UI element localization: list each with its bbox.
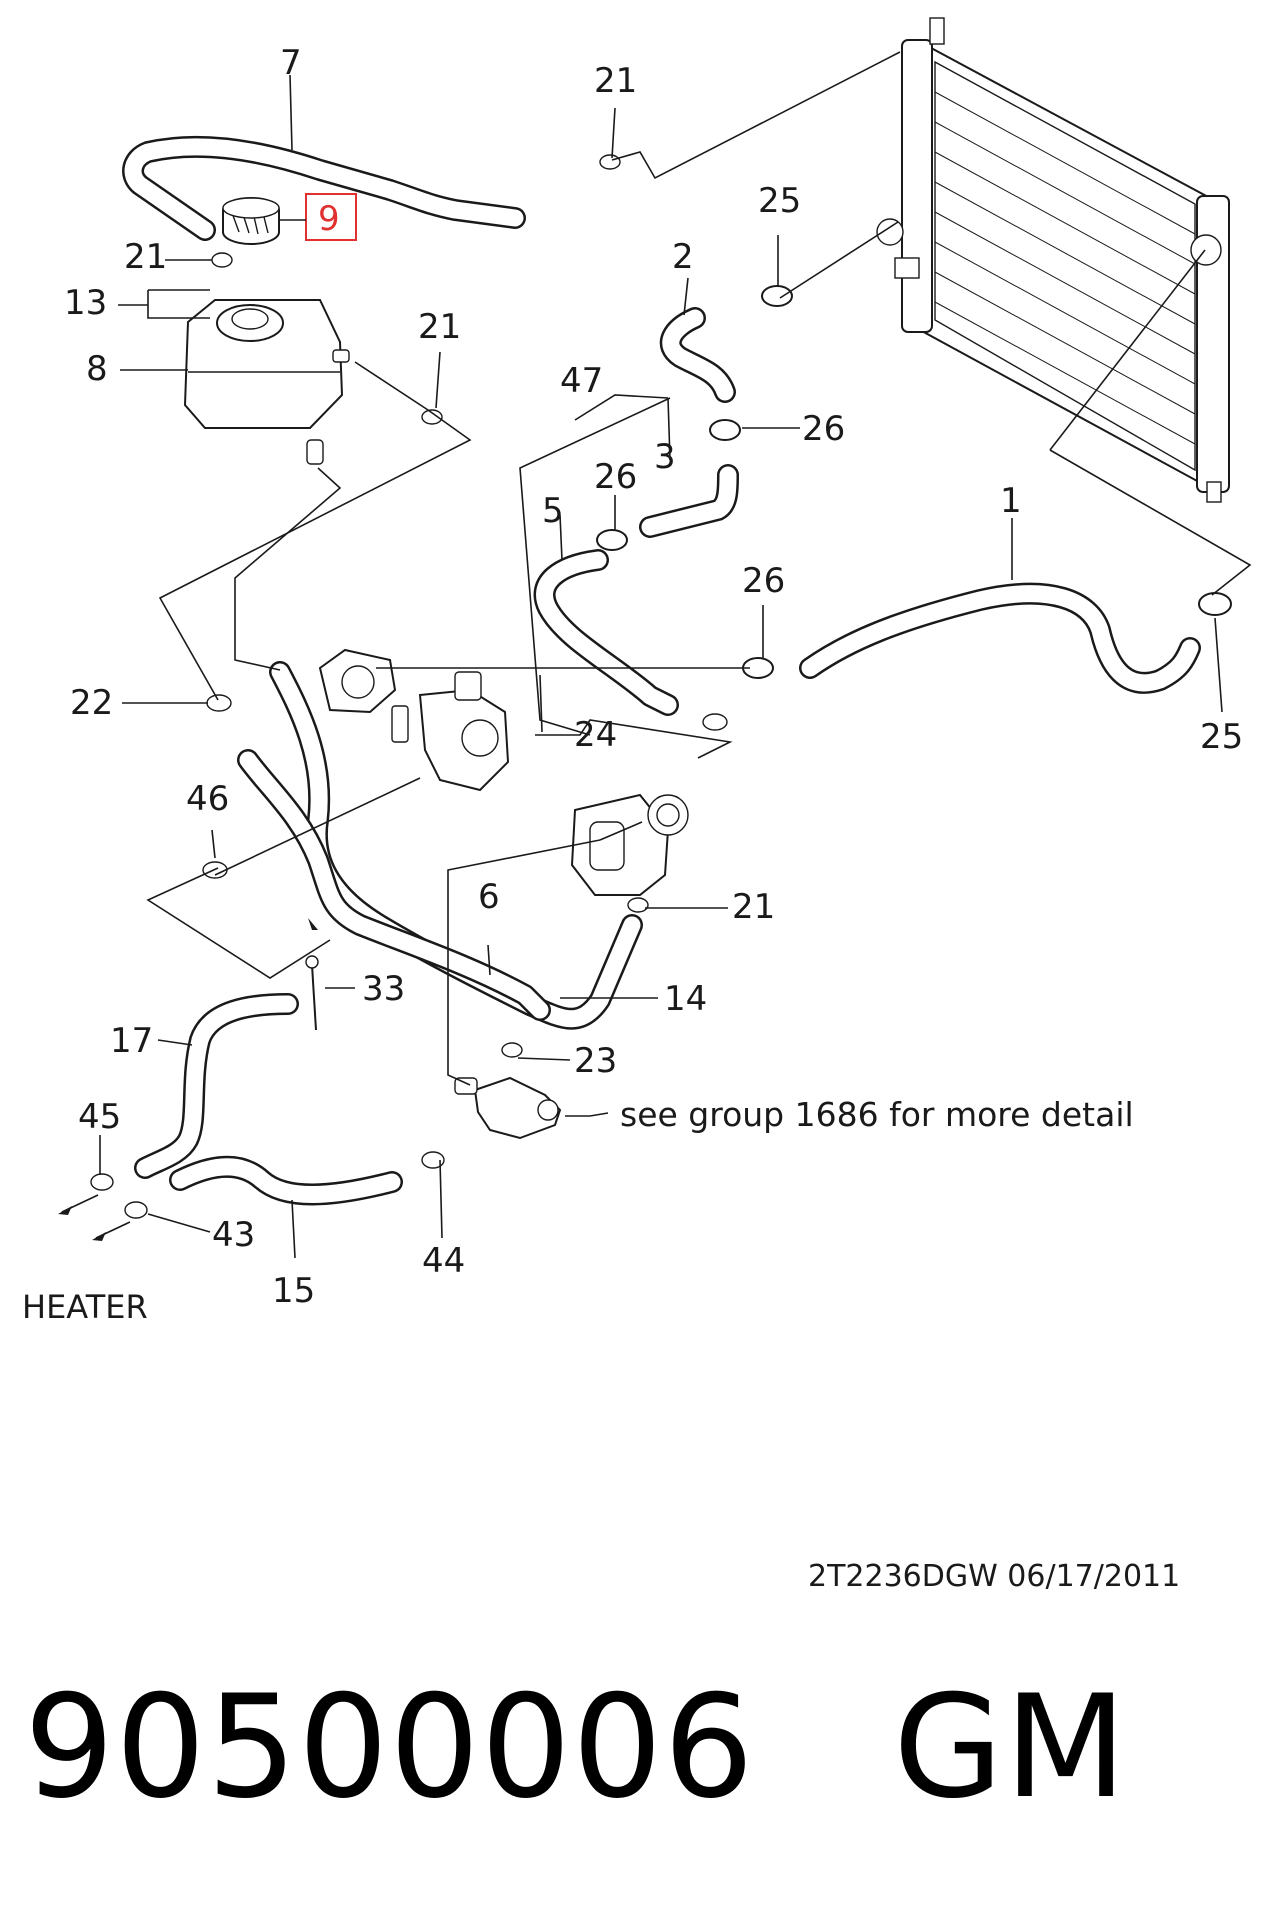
callout-label-2: 2 — [672, 237, 694, 277]
callout-label-23: 23 — [574, 1041, 617, 1081]
callout-label-14: 14 — [664, 979, 707, 1019]
callout-labels: 7 21 9 21 13 8 21 25 2 26 47 26 3 5 1 26… — [22, 43, 1243, 1594]
throttle-body — [570, 793, 689, 896]
callout-label-3: 3 — [654, 437, 676, 477]
diagram-code: 2T2236DGW 06/17/2011 — [808, 1559, 1180, 1594]
part-number: 90500006 — [24, 1665, 755, 1830]
callout-label-6: 6 — [478, 877, 500, 917]
callout-label-44: 44 — [422, 1241, 465, 1281]
callout-label-47: 47 — [560, 361, 603, 401]
outlet-housing — [454, 1076, 562, 1140]
callout-label-46: 46 — [186, 779, 229, 819]
radiator — [876, 17, 1230, 503]
heading-spacer — [755, 1665, 893, 1830]
callout-label-5: 5 — [542, 491, 564, 531]
callout-label-24: 24 — [574, 715, 617, 755]
callout-label-21: 21 — [418, 307, 461, 347]
callout-label-26: 26 — [802, 409, 845, 449]
callout-label-17: 17 — [110, 1021, 153, 1061]
expansion-tank — [183, 299, 350, 465]
callout-label-26: 26 — [594, 457, 637, 497]
callout-label-25: 25 — [758, 181, 801, 221]
callout-label-22: 22 — [70, 683, 113, 723]
callout-label-21: 21 — [594, 61, 637, 101]
callout-label-13: 13 — [64, 283, 107, 323]
callout-label-1: 1 — [1000, 481, 1022, 521]
heater-label: HEATER — [22, 1288, 148, 1326]
clamps — [90, 154, 1232, 1219]
hoses — [122, 135, 1201, 1206]
note-text: see group 1686 for more detail — [620, 1095, 1134, 1134]
brand-name: GM — [893, 1665, 1128, 1830]
leader-lines — [58, 51, 1252, 1259]
part-number-heading: 90500006 GM — [24, 1665, 1128, 1830]
callout-label-26: 26 — [742, 561, 785, 601]
callout-label-9: 9 — [318, 199, 340, 239]
callout-label-25: 25 — [1200, 717, 1243, 757]
callout-label-8: 8 — [86, 349, 108, 389]
callout-label-15: 15 — [272, 1271, 315, 1311]
callout-label-21: 21 — [732, 887, 775, 927]
tank-cap — [222, 197, 280, 245]
callout-label-43: 43 — [212, 1215, 255, 1255]
callout-label-21: 21 — [124, 237, 167, 277]
callout-highlight-box — [305, 193, 357, 241]
callout-label-7: 7 — [280, 43, 302, 83]
thermostat-housing — [318, 648, 510, 792]
callout-label-45: 45 — [78, 1097, 121, 1137]
callout-label-33: 33 — [362, 969, 405, 1009]
